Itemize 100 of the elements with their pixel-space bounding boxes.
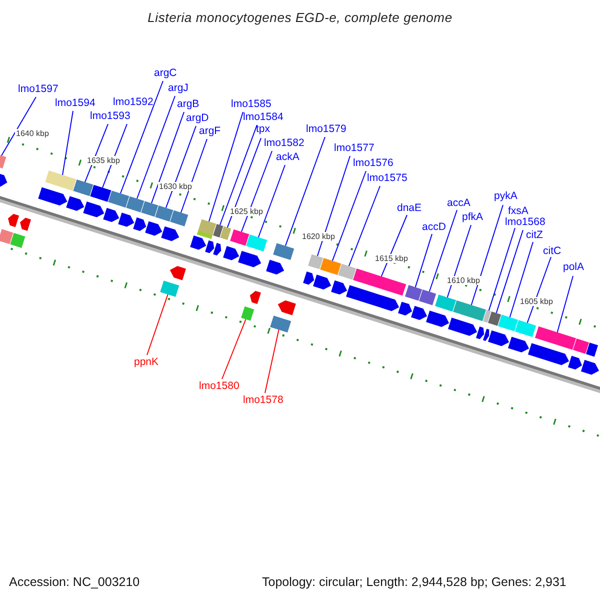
gene-label: lmo1582	[264, 137, 304, 149]
gene-label: argC	[154, 67, 177, 79]
gene-label: lmo1568	[505, 216, 546, 228]
leader-line	[414, 234, 432, 288]
gene-block	[308, 254, 324, 270]
gene-label: lmo1580	[199, 380, 240, 392]
gene-label: dnaE	[397, 202, 422, 214]
gene-label: lmo1584	[243, 111, 284, 123]
scale-label: 1605 kbp	[519, 297, 554, 306]
gene-label: accD	[422, 221, 446, 233]
gene-block	[230, 229, 250, 246]
leader-line	[120, 80, 164, 194]
gene-block	[90, 184, 112, 202]
gene-block	[73, 179, 94, 196]
gene-label: pykA	[494, 190, 518, 202]
gene-block	[246, 234, 268, 252]
gene-block	[435, 294, 456, 312]
leader-line	[180, 138, 208, 214]
scale-label: 1610 kbp	[446, 276, 481, 285]
leader-line	[470, 204, 504, 306]
gene-label: lmo1579	[306, 123, 346, 135]
gene-block	[338, 264, 356, 280]
gene-block	[160, 280, 180, 297]
leader-line	[428, 210, 458, 292]
scale-label: 1620 kbp	[301, 232, 336, 241]
gene-block	[515, 320, 536, 338]
leader-line	[284, 136, 326, 246]
scale-label: 1640 kbp	[15, 129, 50, 138]
gene-block	[488, 311, 502, 326]
diagram-title: Listeria monocytogenes EGD-e, complete genome	[146, 10, 454, 25]
gene-label: lmo1593	[90, 110, 130, 122]
gene-block	[213, 224, 224, 238]
leader-line	[84, 124, 108, 183]
gene-block	[405, 285, 422, 301]
gene-block	[241, 306, 254, 321]
gene-label: argD	[186, 112, 209, 124]
gene-label: accA	[447, 197, 470, 209]
gene-label: ppnK	[134, 356, 159, 368]
leader-line	[488, 228, 516, 312]
gene-block	[126, 196, 144, 212]
gene-label: lmo1594	[55, 97, 96, 109]
gene-label: fxsA	[508, 205, 528, 217]
leader-line	[1, 96, 36, 156]
gene-block	[220, 226, 232, 240]
leader-line	[146, 294, 168, 356]
gene-label: argB	[177, 98, 200, 110]
leader-line	[496, 230, 524, 314]
gene-block	[534, 326, 576, 350]
gene-block	[270, 316, 292, 333]
gene-block	[45, 170, 76, 191]
gene-label: lmo1597	[18, 83, 58, 95]
gene-block	[170, 210, 188, 226]
scale-label: 1635 kbp	[86, 156, 121, 165]
leader-line	[222, 318, 246, 380]
gene-label: pfkA	[462, 211, 484, 223]
gene-block	[198, 219, 216, 236]
gene-block	[155, 206, 174, 222]
gene-block	[483, 310, 492, 323]
gene-block	[108, 190, 130, 208]
gene-label: polA	[563, 261, 584, 273]
footer-text: Accession: NC_003210	[9, 575, 140, 589]
gene-block	[453, 300, 486, 322]
leader-line	[509, 242, 534, 318]
leader-line	[208, 112, 244, 222]
scale-label: 1625 kbp	[229, 207, 264, 216]
leader-line	[226, 138, 262, 228]
leader-line	[102, 124, 128, 188]
gene-block	[320, 258, 342, 275]
leader-line	[150, 112, 184, 204]
gene-block	[498, 314, 518, 332]
scale-label: 1630 kbp	[158, 182, 193, 191]
leader-line	[264, 329, 280, 394]
gene-block	[141, 201, 158, 217]
leader-line	[165, 126, 196, 208]
leader-line	[258, 164, 286, 238]
gene-label: citZ	[526, 229, 543, 241]
leader-line	[316, 156, 350, 257]
footer-text: Topology: circular; Length: 2,944,528 bp; Genes: 2,931	[262, 575, 566, 589]
leader-line	[348, 186, 380, 267]
gene-label: lmo1592	[113, 96, 154, 108]
gene-label: lmo1575	[367, 172, 408, 184]
gene-label: lmo1577	[334, 142, 374, 154]
leader-line	[136, 96, 176, 200]
gene-block	[273, 243, 294, 260]
scale-label: 1615 kbp	[374, 254, 409, 263]
leader-line	[556, 276, 574, 333]
gene-label: lmo1578	[243, 394, 284, 406]
leader-line	[332, 170, 366, 262]
gene-label: lmo1576	[353, 157, 394, 169]
gene-block	[419, 290, 436, 306]
gene-label: argJ	[168, 82, 188, 94]
gene-label: citC	[543, 245, 562, 257]
leader-line	[219, 124, 258, 226]
gene-block	[0, 154, 6, 168]
leader-line	[526, 256, 552, 324]
gene-label: tpx	[256, 123, 270, 135]
gene-label: ackA	[276, 151, 300, 163]
gene-label: argF	[199, 125, 221, 137]
leader-line	[240, 150, 272, 232]
leader-line	[62, 110, 74, 176]
